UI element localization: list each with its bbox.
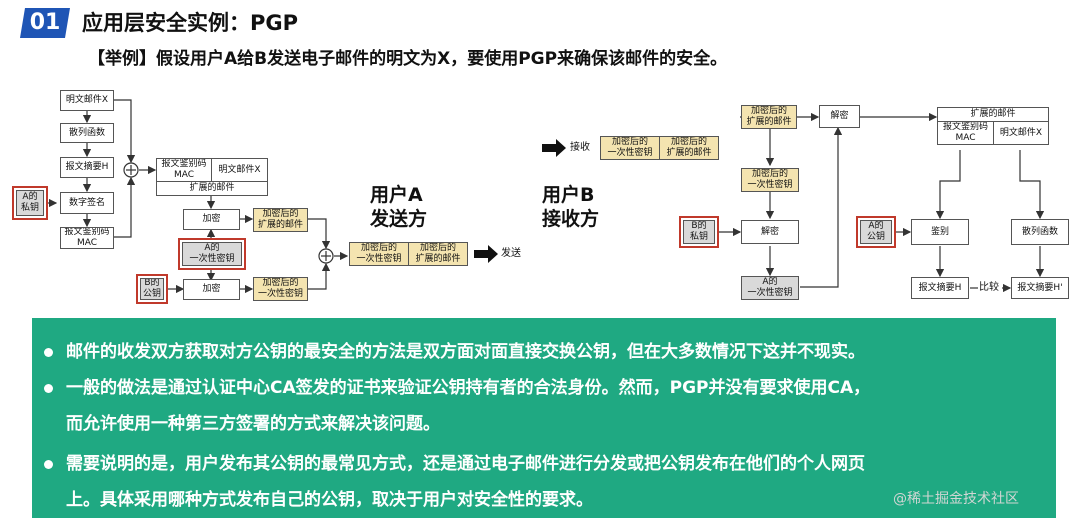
public-key-a-box: A的公钥 <box>860 220 892 244</box>
extended-mail-label: 扩展的邮件 <box>156 181 268 196</box>
input-encrypted-mail: 加密后的扩展的邮件 <box>659 136 719 160</box>
encrypt-key-box: 加密 <box>183 279 240 300</box>
ext-plaintext-cell: 明文邮件X <box>211 158 268 182</box>
example-statement: 【举例】假设用户A给B发送电子邮件的明文为X，要使用PGP来确保该邮件的安全。 <box>88 49 728 69</box>
watermark: @稀土掘金技术社区 <box>893 491 1019 507</box>
notes-panel: 邮件的收发双方获取对方公钥的最安全的方法是双方面对面直接交换公钥，但在大多数情况… <box>32 318 1056 518</box>
decrypt-key-box: 解密 <box>741 220 799 244</box>
bullet-dot-icon <box>44 460 53 469</box>
public-key-b-box: B的公钥 <box>140 278 164 300</box>
session-key-a-box: A的一次性密钥 <box>182 242 242 266</box>
bullet-dot-icon <box>44 348 53 357</box>
slide-title: 应用层安全实例：PGP <box>82 11 299 35</box>
private-key-a-highlight <box>12 186 48 220</box>
output-encrypted-key: 加密后的一次性密钥 <box>349 242 409 266</box>
receiver-hash-box: 散列函数 <box>1011 219 1069 245</box>
plaintext-mail-box: 明文邮件X <box>60 90 114 111</box>
decrypt-mail-box: 解密 <box>819 105 860 128</box>
encrypted-key-box: 加密后的一次性密钥 <box>253 277 308 301</box>
input-encrypted-key: 加密后的一次性密钥 <box>600 136 660 160</box>
hash-function-box: 散列函数 <box>60 123 114 143</box>
receiver-ext-plaintext-cell: 明文邮件X <box>993 121 1049 145</box>
session-key-highlight <box>178 238 246 270</box>
private-key-a-box: A的私钥 <box>16 190 44 216</box>
receiver-encrypted-mail: 加密后的扩展的邮件 <box>741 105 797 129</box>
compare-label: 比较 <box>979 282 999 293</box>
digest-h-prime-box: 报文摘要H' <box>1011 277 1069 299</box>
bullet-dot-icon <box>44 384 53 393</box>
digital-signature-box: 数字签名 <box>60 192 114 214</box>
receive-label: 接收 <box>570 142 590 153</box>
send-arrow-icon <box>474 245 498 263</box>
public-key-a-highlight <box>856 216 896 248</box>
verify-box: 鉴别 <box>911 219 969 245</box>
output-encrypted-mail: 加密后的扩展的邮件 <box>408 242 468 266</box>
send-label: 发送 <box>501 248 521 259</box>
section-number-badge: 01 <box>20 8 70 38</box>
message-digest-box: 报文摘要H <box>60 157 114 178</box>
diagram-connectors <box>47 99 1045 294</box>
encrypted-mail-box: 加密后的扩展的邮件 <box>253 208 308 232</box>
receiver-session-key-box: A的一次性密钥 <box>741 276 799 300</box>
receiver-encrypted-key: 加密后的一次性密钥 <box>741 168 799 192</box>
public-key-b-highlight <box>136 274 168 304</box>
private-key-b-highlight <box>679 216 719 248</box>
receive-arrow-icon <box>542 139 566 157</box>
encrypt-mail-box: 加密 <box>183 209 240 230</box>
receiver-extended-mail-label: 扩展的邮件 <box>937 107 1049 122</box>
digest-h-box: 报文摘要H <box>911 277 969 299</box>
private-key-b-box: B的私钥 <box>683 220 715 244</box>
